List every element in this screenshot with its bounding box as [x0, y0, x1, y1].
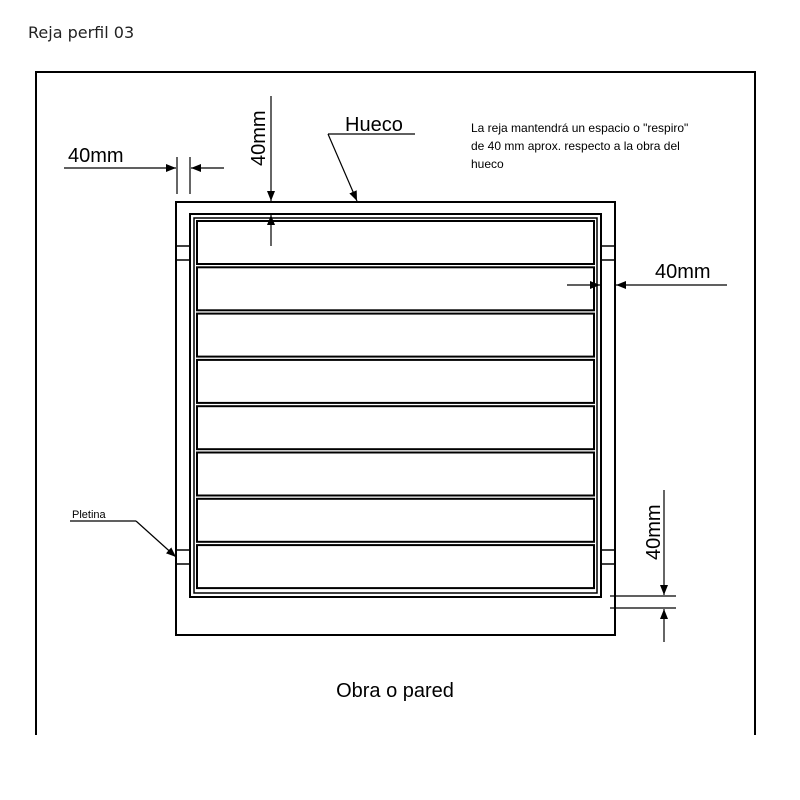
note-line-3: hueco: [471, 157, 504, 171]
pletina-top-right: [600, 245, 616, 261]
pletina-bottom-left: [175, 549, 191, 565]
grille-bar: [196, 312, 595, 358]
pletina-bottom-right: [600, 549, 616, 565]
grille-bar: [196, 358, 595, 404]
dimension-top-left: 40mm: [64, 145, 224, 194]
dimension-top-left-label: 40mm: [68, 145, 124, 167]
dimension-right-label: 40mm: [655, 261, 711, 283]
pletina-leader: Pletina: [70, 509, 177, 558]
pletina-tabs: [175, 245, 616, 565]
grille-bar: [196, 544, 595, 590]
hueco-leader: Hueco: [327, 114, 415, 202]
grille-bar: [196, 497, 595, 543]
note-line-1: La reja mantendrá un espacio o "respiro": [471, 121, 688, 135]
grille-bar: [196, 451, 595, 497]
note-line-2: de 40 mm aprox. respecto a la obra del: [471, 139, 680, 153]
opening-outline: [175, 201, 616, 636]
grille-bar: [196, 405, 595, 451]
grille-frame-inner: [193, 217, 598, 594]
dimension-bottom-vertical-label: 40mm: [643, 504, 665, 560]
dimension-right: 40mm: [567, 261, 727, 289]
grille-bar: [196, 220, 595, 265]
wall-label: Obra o pared: [336, 680, 454, 702]
grille-bars: [196, 220, 595, 590]
grille-frame-outer: [189, 213, 602, 598]
pletina-top-left: [175, 245, 191, 261]
note-block: La reja mantendrá un espacio o "respiro"…: [471, 121, 688, 171]
hueco-label: Hueco: [345, 114, 403, 136]
pletina-label: Pletina: [72, 509, 107, 521]
page-title: Reja perfil 03: [28, 23, 134, 42]
dimension-top-vertical: 40mm: [248, 96, 275, 246]
dimension-bottom-vertical: 40mm: [610, 490, 676, 642]
grille-bar: [196, 266, 595, 312]
wall-frame: [35, 71, 756, 735]
dimension-top-vertical-label: 40mm: [248, 110, 270, 166]
